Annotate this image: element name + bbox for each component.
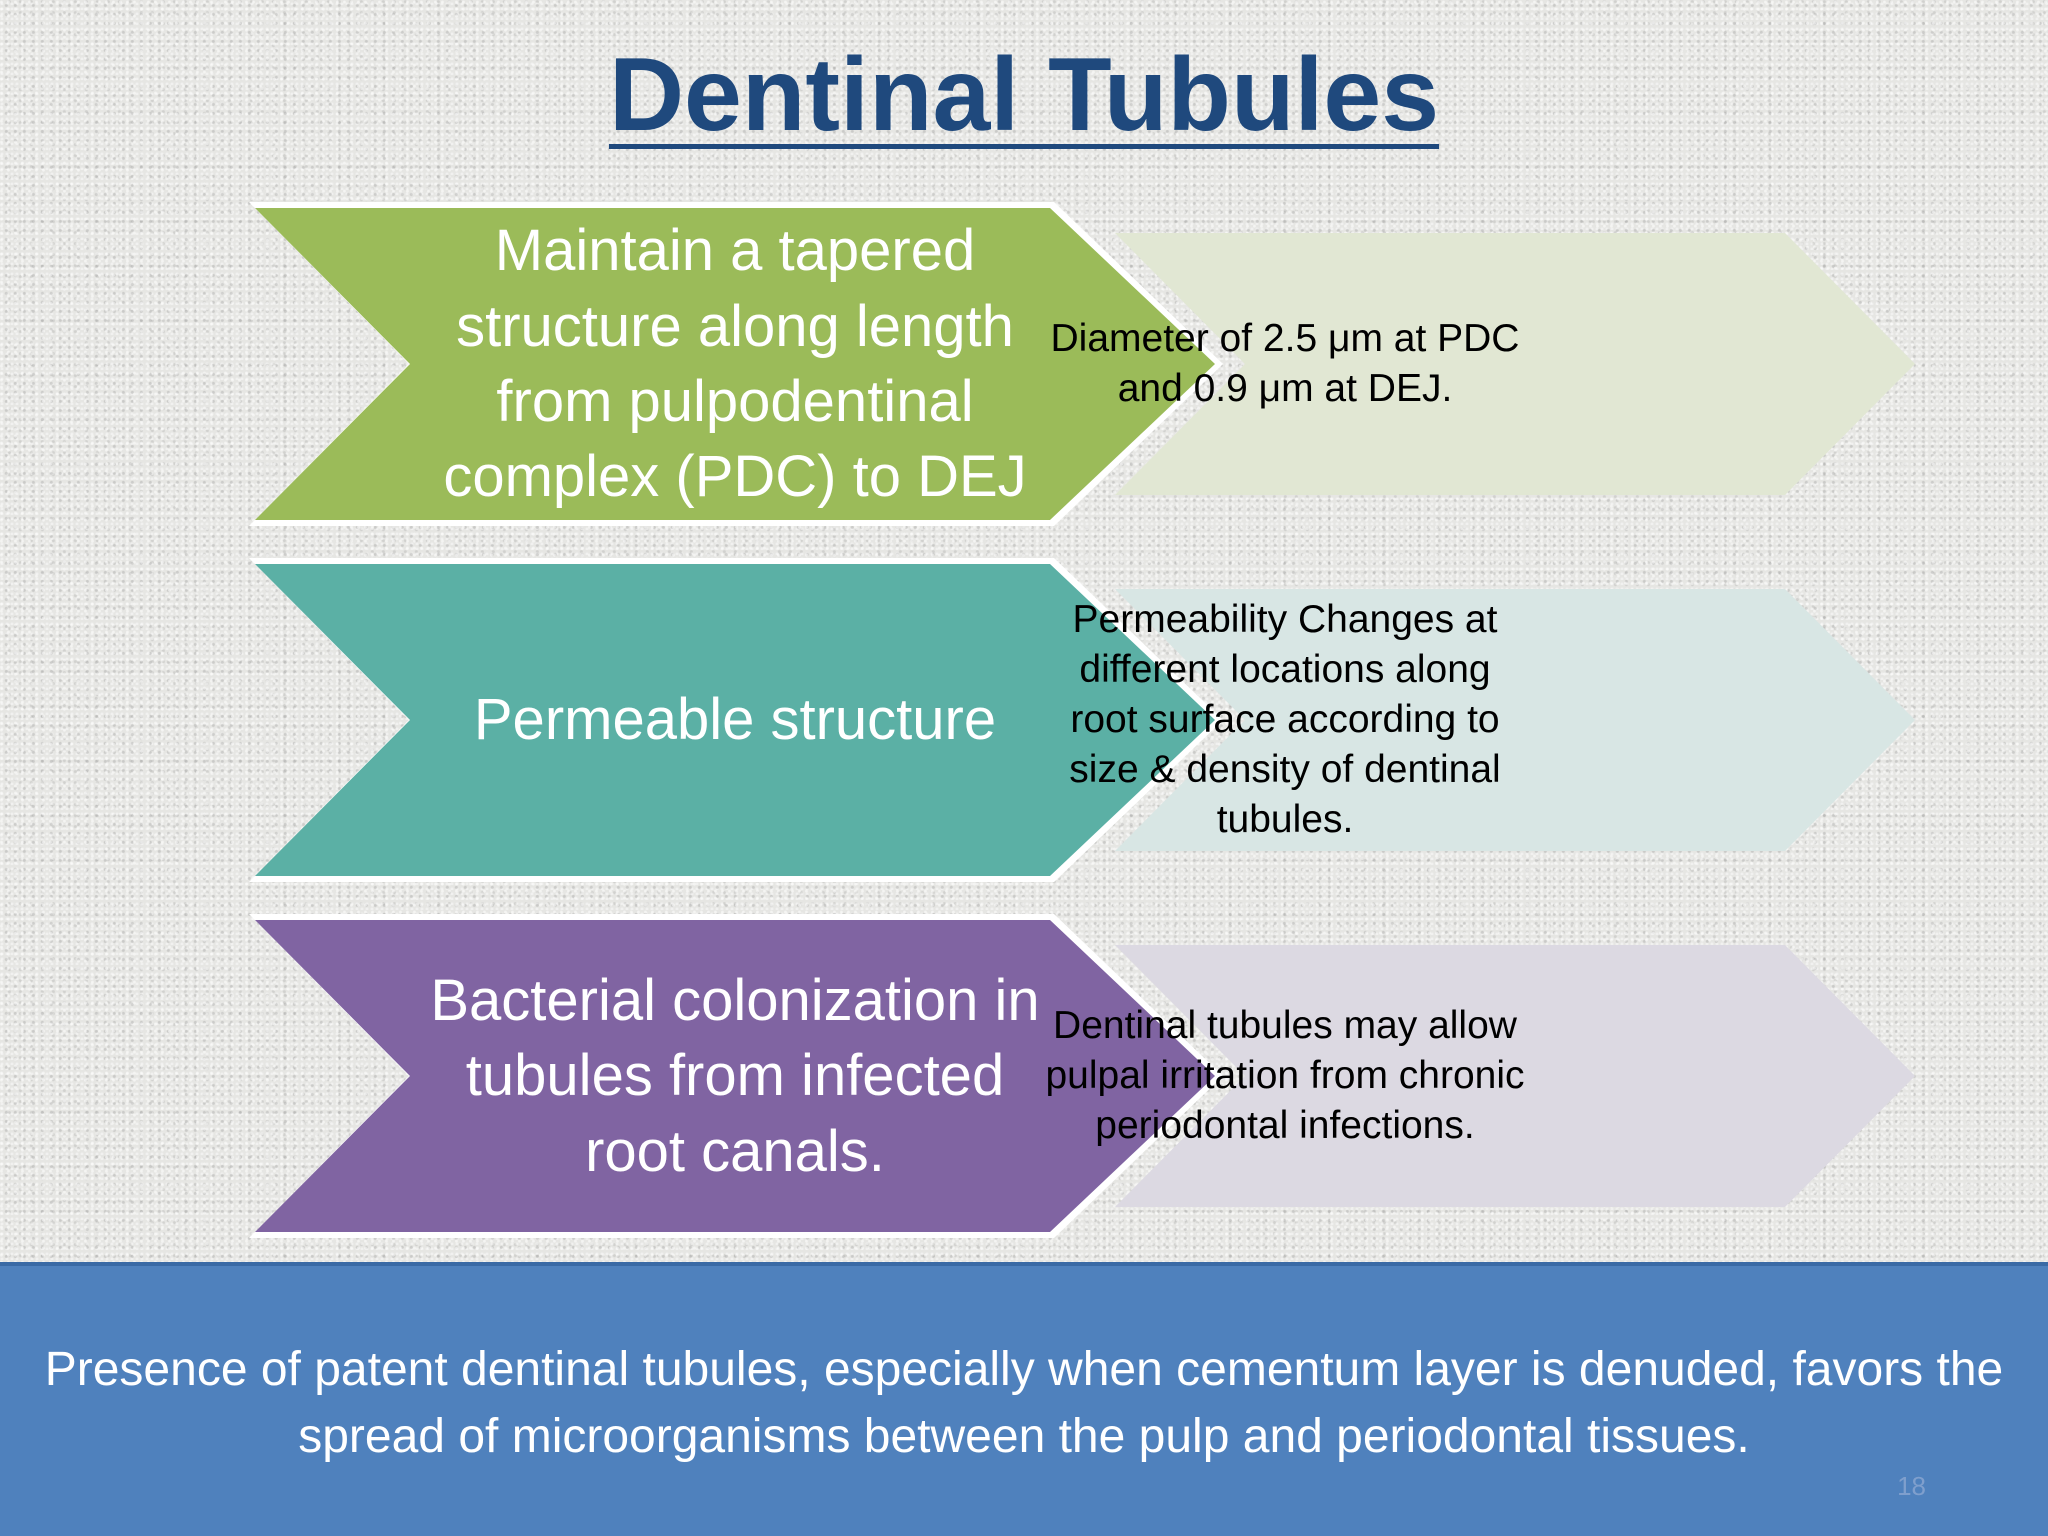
detail-arrow-diameter [1115,233,1915,495]
detail-arrow-irritation [1115,945,1915,1207]
slide-number: 18 [1897,1471,1926,1501]
summary-box: Presence of patent dentinal tubules, esp… [0,1262,2048,1536]
detail-permeability-text: Permeability Changes at different locati… [1069,598,1501,841]
chevron-permeable-text: Permeable structure [473,687,997,753]
detail-diameter-text: Diameter of 2.5 μm at PDC and 0.9 μm at … [1050,317,1520,410]
slide-title: Dentinal Tubules [608,37,1440,153]
chevron-taper [255,208,1215,520]
summary-text: Presence of patent dentinal tubules, esp… [44,1343,2004,1464]
chevron-bacterial-text: Bacterial colonization in tubules from i… [430,967,1040,1184]
process-row-taper: Maintain a tapered structure along lengt… [249,202,1915,526]
process-row-permeable: Permeable structure Permeability Changes… [249,558,1915,882]
chevron-taper-text: Maintain a tapered structure along lengt… [443,218,1027,510]
chevron-bacterial [255,920,1215,1232]
process-row-bacterial: Bacterial colonization in tubules from i… [249,914,1915,1238]
detail-irritation-text: Dentinal tubules may allow pulpal irrita… [1045,1004,1525,1147]
detail-arrow-permeability [1115,589,1915,851]
chevron-permeable [255,564,1215,876]
